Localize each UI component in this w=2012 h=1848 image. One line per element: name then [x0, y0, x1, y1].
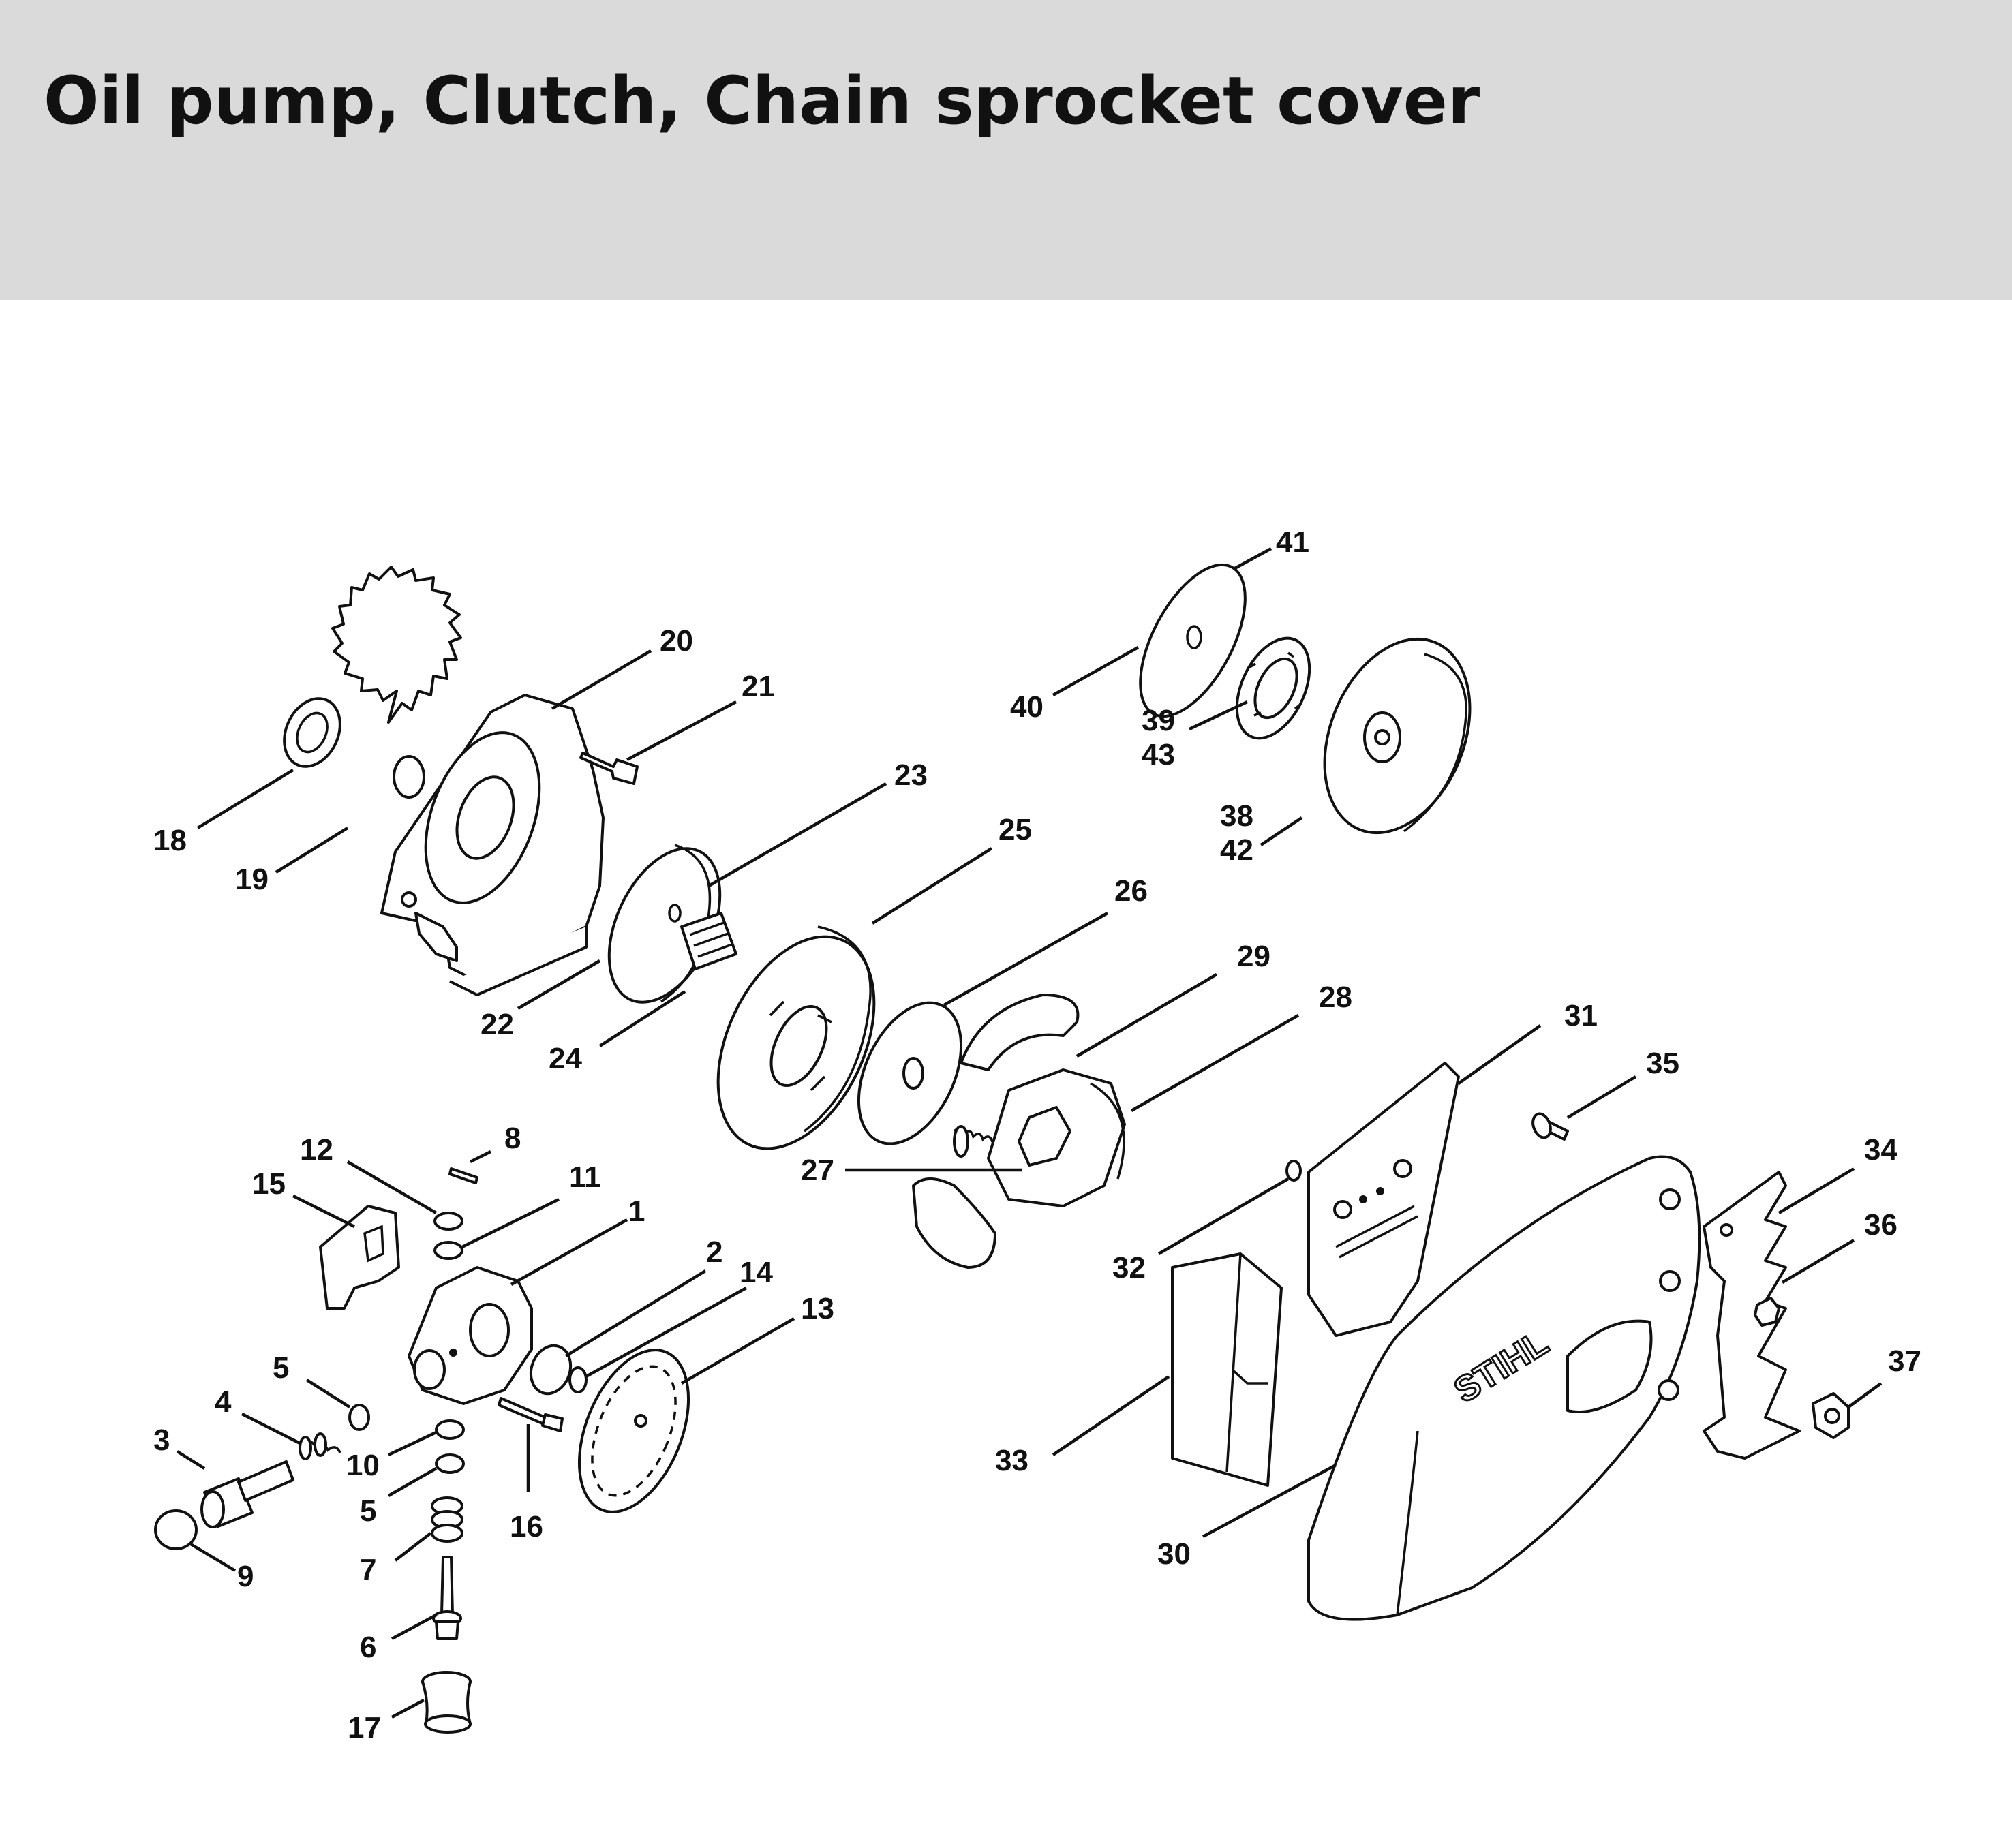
callout-24: 24 [549, 1042, 582, 1075]
callout-36: 36 [1864, 1208, 1897, 1242]
part-14-washer [568, 1366, 588, 1393]
part-16-screw [498, 1397, 564, 1432]
part-18-washer [283, 697, 341, 768]
callout-2: 2 [706, 1235, 722, 1269]
part-37-nut [1812, 1392, 1850, 1439]
part-7-spring [431, 1496, 463, 1543]
part-32-nut [1285, 1160, 1302, 1182]
part-25-clutch-drum [716, 925, 876, 1150]
callout-7: 7 [360, 1553, 376, 1586]
part-39-rim-sprocket [1235, 636, 1311, 740]
part-15-bracket [319, 1205, 400, 1310]
callout-1: 1 [628, 1195, 645, 1228]
callout-35: 35 [1646, 1047, 1679, 1080]
callout-30: 30 [1157, 1537, 1191, 1571]
part-29-clutch-shoe [960, 994, 1080, 1071]
callout-16: 16 [510, 1510, 543, 1543]
part-1-pump-body [408, 1266, 533, 1405]
part-19-gear [331, 566, 462, 799]
callout-11: 11 [569, 1160, 601, 1194]
callout-26: 26 [1114, 874, 1148, 908]
callout-43: 43 [1142, 738, 1175, 771]
callout-41: 41 [1276, 525, 1309, 559]
callout-42: 42 [1220, 833, 1253, 867]
callout-33: 33 [995, 1444, 1028, 1477]
part-30-sprocket-cover: STIHL [1307, 1155, 1701, 1621]
part-28-clutch-carrier [987, 1068, 1126, 1207]
callout-40: 40 [1010, 690, 1043, 724]
callout-23: 23 [894, 758, 928, 792]
callout-labels: 41 20 21 40 39 43 23 38 42 18 19 25 26 2… [153, 525, 1921, 1744]
callout-29: 29 [1237, 940, 1270, 973]
part-26-washer [857, 1001, 963, 1145]
callout-12: 12 [300, 1133, 333, 1167]
title-bar: Oil pump, Clutch, Chain sprocket cover [0, 0, 2012, 300]
callout-4: 4 [215, 1385, 232, 1419]
callout-27: 27 [801, 1154, 834, 1187]
callout-31: 31 [1564, 999, 1598, 1032]
part-33-plate [1171, 1252, 1283, 1487]
callout-14: 14 [740, 1256, 773, 1289]
callout-9: 9 [237, 1560, 254, 1593]
callout-13: 13 [801, 1292, 834, 1325]
callout-21: 21 [742, 670, 775, 703]
callout-28: 28 [1319, 981, 1352, 1014]
part-41-washer [1139, 563, 1247, 718]
part-4-spring [299, 1432, 341, 1460]
part-9-cap [154, 1509, 198, 1550]
part-35-screw [1531, 1112, 1569, 1141]
callout-34: 34 [1864, 1133, 1897, 1167]
part-38-clutch-drum [1323, 637, 1472, 835]
part-2-plug [529, 1344, 573, 1396]
part-21-screw [579, 752, 639, 785]
part-31-guide-plate [1307, 1062, 1460, 1337]
callout-39: 39 [1142, 704, 1175, 737]
part-3-adjusting-screw [200, 1460, 294, 1528]
callout-18: 18 [153, 824, 187, 857]
part-5-washer-bottom [435, 1453, 465, 1474]
part-12-washer [433, 1212, 463, 1231]
part-17-sleeve [421, 1671, 472, 1734]
callout-15: 15 [252, 1167, 286, 1201]
callout-5-lower: 5 [360, 1494, 376, 1528]
callout-10: 10 [346, 1449, 380, 1482]
callout-37: 37 [1888, 1344, 1921, 1378]
callout-19: 19 [235, 863, 269, 896]
callout-3: 3 [153, 1423, 170, 1457]
page-title: Oil pump, Clutch, Chain sprocket cover [44, 63, 1480, 139]
callout-32: 32 [1112, 1251, 1146, 1284]
part-5-washer-top [348, 1404, 370, 1431]
part-clutch-shoe-lower [912, 1177, 996, 1269]
part-10-washer [435, 1419, 465, 1440]
part-27-spring [953, 1125, 994, 1158]
part-24-needle-cage [680, 912, 737, 970]
part-34-spike-bumper [1703, 1171, 1801, 1460]
part-20-housing [380, 694, 605, 996]
callout-6: 6 [360, 1631, 376, 1664]
callout-38: 38 [1220, 799, 1253, 833]
callout-22: 22 [481, 1008, 514, 1041]
callout-5-upper: 5 [273, 1351, 289, 1385]
part-13-worm-gear [577, 1349, 690, 1513]
leader-lines [176, 547, 1883, 1719]
part-11-washer [433, 1241, 463, 1260]
part-6-piston [432, 1556, 462, 1640]
callout-8: 8 [504, 1122, 521, 1155]
part-8-pin [448, 1167, 478, 1184]
callout-20: 20 [660, 624, 693, 658]
callout-25: 25 [999, 813, 1032, 846]
callout-17: 17 [348, 1711, 381, 1744]
part-36-nut [1754, 1297, 1780, 1327]
